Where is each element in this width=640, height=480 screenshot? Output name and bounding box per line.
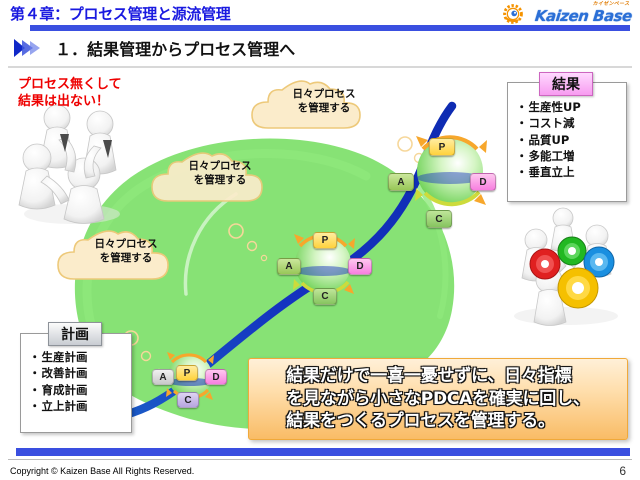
- summary-message-box: 結果だけで一喜一憂せずに、日々指標 を見ながら小さなPDCAを確実に回し、 結果…: [248, 358, 628, 440]
- bullet-icon: ・: [29, 366, 41, 381]
- logo-wordmark: Kaizen Base: [534, 7, 633, 25]
- section-divider-line: [8, 66, 632, 68]
- footer-bar: [16, 448, 630, 456]
- cloud-shape-top: [251, 80, 361, 129]
- kaizen-base-logo: カイゼンベース Kaizen Base: [502, 1, 634, 27]
- result-item: ・多能工増: [516, 148, 626, 164]
- bullet-icon: ・: [516, 100, 528, 114]
- plan-box-heading: 計画: [48, 322, 102, 346]
- result-box-heading: 結果: [539, 72, 593, 96]
- bullet-icon: ・: [516, 116, 528, 131]
- gear-icon-red: [529, 248, 561, 280]
- lead-statement: プロセス無くして 結果は出ない！: [18, 77, 122, 110]
- pdca-small-node-a[interactable]: A: [152, 369, 174, 385]
- plan-item-label: 生産計画: [41, 350, 88, 364]
- result-item: ・垂直立上: [516, 164, 626, 180]
- result-item-label: コスト減: [528, 116, 575, 131]
- plan-list: ・生産計画 ・改善計画 ・育成計画 ・立上計画: [29, 349, 131, 414]
- result-item-label: 多能工増: [528, 148, 575, 163]
- result-item-label: 生産性UP: [528, 100, 581, 114]
- gear-icon: [503, 4, 523, 24]
- triangle-arrow-icon-2: [22, 40, 33, 56]
- cloud-shape-middle: [151, 152, 263, 202]
- copyright-text: Copyright © Kaizen Base All Rights Reser…: [10, 466, 195, 476]
- slide-artwork: [18, 80, 618, 430]
- plan-item-label: 育成計画: [41, 382, 88, 397]
- bullet-icon: ・: [29, 398, 41, 413]
- pdca-large-node-p[interactable]: P: [429, 138, 455, 156]
- bullet-icon: ・: [516, 148, 528, 163]
- result-item-label: 品質UP: [528, 132, 570, 147]
- bullet-icon: ・: [516, 132, 528, 147]
- pdca-large-node-d[interactable]: D: [470, 173, 496, 191]
- pdca-small-node-d[interactable]: D: [205, 369, 227, 385]
- pdca-small-node-p[interactable]: P: [176, 365, 198, 381]
- plan-item-label: 改善計画: [41, 366, 88, 381]
- triangle-arrow-icon-3: [30, 41, 40, 55]
- gear-icon-blue: [583, 246, 615, 278]
- logo-kana-text: カイゼンベース: [592, 1, 631, 7]
- header-divider-bar: [30, 25, 630, 31]
- bullet-icon: ・: [516, 165, 528, 180]
- result-list: ・生産性UP ・コスト減 ・品質UP ・多能工増 ・垂直立上: [516, 99, 626, 181]
- cloud-shape-bottom: [57, 230, 169, 280]
- pdca-small-node-c[interactable]: C: [177, 392, 199, 408]
- plan-item: ・育成計画: [29, 382, 131, 398]
- result-item: ・品質UP: [516, 132, 626, 148]
- section-heading-row: １．結果管理からプロセス管理へ: [14, 36, 295, 62]
- bullet-icon: ・: [29, 382, 41, 397]
- pdca-medium-node-d[interactable]: D: [348, 258, 372, 275]
- gears-figures-illustration: [514, 207, 618, 326]
- pdca-large-node-c[interactable]: C: [426, 210, 452, 228]
- plan-item-label: 立上計画: [41, 398, 88, 413]
- result-item: ・生産性UP: [516, 99, 626, 115]
- result-box: ・生産性UP ・コスト減 ・品質UP ・多能工増 ・垂直立上: [507, 82, 627, 202]
- gear-icon-green: [557, 236, 587, 266]
- pdca-medium-node-p[interactable]: P: [313, 232, 337, 249]
- page-number: 6: [619, 464, 626, 478]
- bullet-icon: ・: [29, 350, 41, 364]
- plan-item: ・改善計画: [29, 365, 131, 381]
- pdca-medium-node-c[interactable]: C: [313, 288, 337, 305]
- pdca-large-node-a[interactable]: A: [388, 173, 414, 191]
- plan-box: ・生産計画 ・改善計画 ・育成計画 ・立上計画: [20, 333, 132, 433]
- result-item-label: 垂直立上: [528, 165, 575, 180]
- pdca-medium-node-a[interactable]: A: [277, 258, 301, 275]
- triangle-arrow-icon-1: [14, 39, 25, 57]
- plan-item: ・生産計画: [29, 349, 131, 365]
- footer-divider-line: [8, 459, 632, 460]
- summary-message-text: 結果だけで一喜一憂せずに、日々指標 を見ながら小さなPDCAを確実に回し、 結果…: [286, 366, 590, 432]
- result-item: ・コスト減: [516, 115, 626, 131]
- page-title: 第４章：プロセス管理と源流管理: [10, 5, 231, 23]
- team-figures-illustration: [18, 104, 120, 224]
- plan-item: ・立上計画: [29, 398, 131, 414]
- gear-icon-yellow: [557, 267, 599, 309]
- section-title: １．結果管理からプロセス管理へ: [55, 40, 296, 59]
